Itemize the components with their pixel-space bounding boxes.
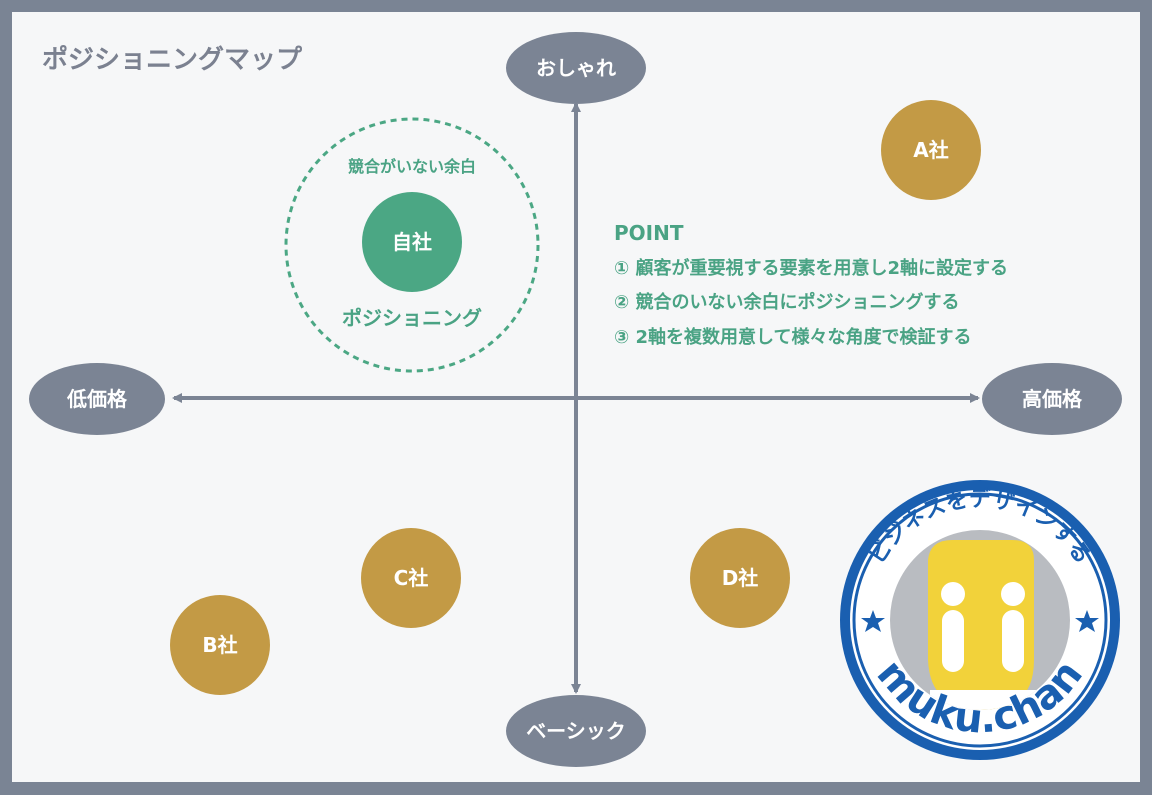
self-whitespace-area: 競合がいない余白 自社 ポジショニング xyxy=(284,117,540,373)
competitor-c: C社 xyxy=(361,528,461,628)
star-left-icon xyxy=(861,610,885,632)
star-right-icon xyxy=(1075,610,1099,632)
axis-label-right-text: 高価格 xyxy=(1022,387,1083,411)
axis-label-left-text: 低価格 xyxy=(66,387,128,411)
axis-label-right: 高価格 xyxy=(982,363,1122,435)
point-item-1: ① 顧客が重要視する要素を用意し2軸に設定する xyxy=(614,257,1008,279)
positioning-caption: ポジショニング xyxy=(342,306,482,330)
point-item-2: ② 競合のいない余白にポジショニングする xyxy=(614,291,960,313)
self-marker xyxy=(362,192,462,292)
point-item-3: ③ 2軸を複数用意して様々な角度で検証する xyxy=(614,326,972,348)
competitor-b: B社 xyxy=(170,595,270,695)
point-notes: POINT ① 顧客が重要視する要素を用意し2軸に設定する ② 競合のいない余白… xyxy=(614,221,1008,348)
competitor-a: A社 xyxy=(881,100,981,200)
axis-label-bottom-text: ベーシック xyxy=(526,719,626,743)
axis-label-top: おしゃれ xyxy=(506,32,646,104)
competitor-b-label: B社 xyxy=(202,633,237,657)
whitespace-caption: 競合がいない余白 xyxy=(348,157,476,176)
competitor-a-label: A社 xyxy=(913,138,948,162)
self-label: 自社 xyxy=(392,230,432,254)
competitor-d-label: D社 xyxy=(722,566,759,590)
axis-label-left: 低価格 xyxy=(29,363,165,435)
muku-chan-logo: ビジネスをデザインする muku.chan xyxy=(840,480,1120,760)
competitor-c-label: C社 xyxy=(394,566,429,590)
axis-label-bottom: ベーシック xyxy=(506,695,646,767)
point-heading: POINT xyxy=(614,221,684,245)
logo-mascot xyxy=(928,540,1036,710)
axis-label-top-text: おしゃれ xyxy=(536,56,616,80)
competitor-d: D社 xyxy=(690,528,790,628)
page-title: ポジショニングマップ xyxy=(42,44,303,75)
